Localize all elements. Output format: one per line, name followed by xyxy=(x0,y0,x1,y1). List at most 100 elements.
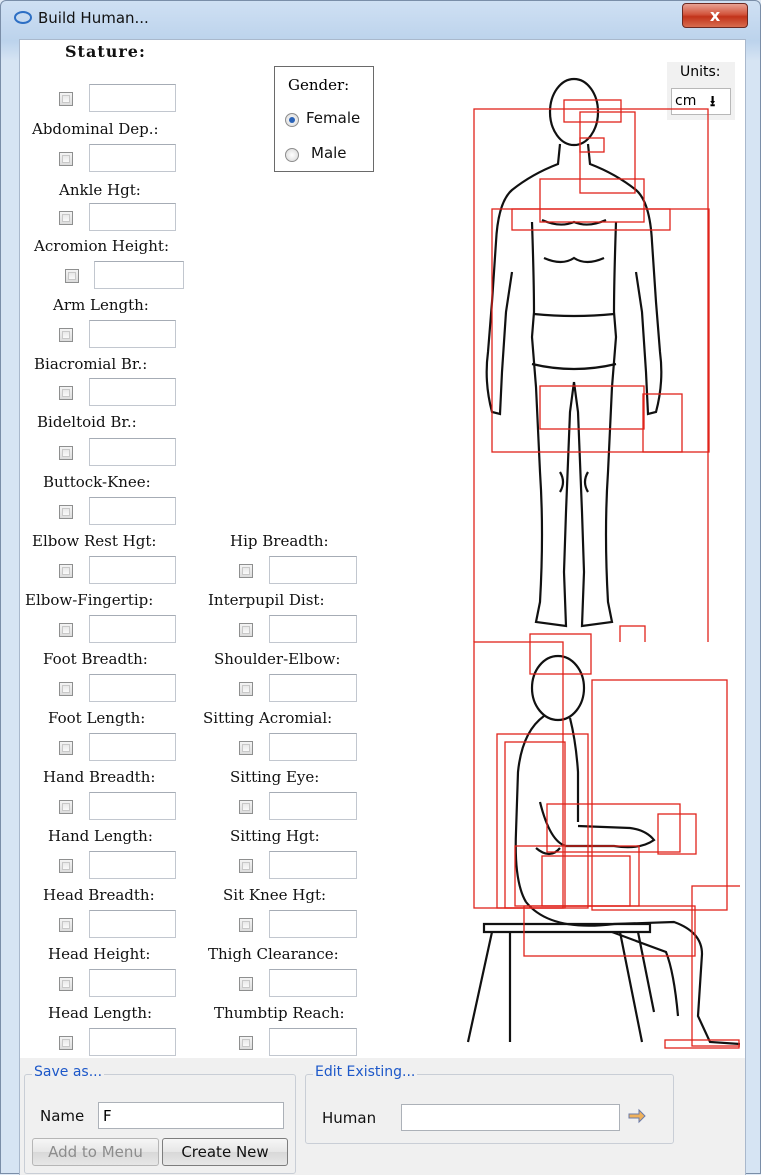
input-hand-length[interactable] xyxy=(89,851,176,879)
checkbox-sitting-acromial[interactable] xyxy=(239,741,253,755)
input-head-breadth[interactable] xyxy=(89,910,176,938)
radio-female[interactable] xyxy=(285,113,299,127)
checkbox-head-breadth[interactable] xyxy=(59,918,73,932)
input-arm-length[interactable] xyxy=(89,320,176,348)
checkbox-sit-knee-height[interactable] xyxy=(239,918,253,932)
input-foot-length[interactable] xyxy=(89,733,176,761)
input-buttock-knee[interactable] xyxy=(89,497,176,525)
checkbox-sitting-eye[interactable] xyxy=(239,800,253,814)
name-input[interactable]: F xyxy=(98,1102,284,1129)
human-label: Human xyxy=(322,1109,377,1127)
input-elbow-rest-height[interactable] xyxy=(89,556,176,584)
close-button[interactable]: x xyxy=(682,3,748,28)
checkbox-shoulder-elbow[interactable] xyxy=(239,682,253,696)
checkbox-head-length[interactable] xyxy=(59,1036,73,1050)
radio-male[interactable] xyxy=(285,148,299,162)
save-as-title: Save as... xyxy=(32,1064,105,1080)
label-hand-breadth: Hand Breadth: xyxy=(43,768,156,786)
label-hand-length: Hand Length: xyxy=(48,827,153,845)
checkbox-foot-length[interactable] xyxy=(59,741,73,755)
form-area: Stature: Abdominal Dep.: Ankle Hgt: Acro… xyxy=(19,39,746,1175)
checkbox-stature[interactable] xyxy=(59,92,73,106)
input-abdominal-depth[interactable] xyxy=(89,144,176,172)
label-shoulder-elbow: Shoulder-Elbow: xyxy=(214,650,341,668)
checkbox-hand-length[interactable] xyxy=(59,859,73,873)
sitting-figure xyxy=(466,633,740,1049)
units-dropdown[interactable]: cm ⭳ xyxy=(671,88,731,115)
input-head-length[interactable] xyxy=(89,1028,176,1056)
checkbox-thigh-clearance[interactable] xyxy=(239,977,253,991)
bottom-panel: Save as... Name F Add to Menu Create New… xyxy=(20,1058,745,1175)
checkbox-sitting-height[interactable] xyxy=(239,859,253,873)
input-hip-breadth[interactable] xyxy=(269,556,357,584)
checkbox-ankle-height[interactable] xyxy=(59,211,73,225)
create-new-button[interactable]: Create New xyxy=(162,1138,288,1166)
checkbox-acromion-height[interactable] xyxy=(65,269,79,283)
label-elbow-rest-height: Elbow Rest Hgt: xyxy=(32,532,157,550)
input-hand-breadth[interactable] xyxy=(89,792,176,820)
sitting-measure-boxes xyxy=(473,633,740,1049)
label-sitting-acromial: Sitting Acromial: xyxy=(203,709,333,727)
input-ankle-height[interactable] xyxy=(89,203,176,231)
label-foot-length: Foot Length: xyxy=(48,709,146,727)
pick-human-icon[interactable] xyxy=(627,1104,647,1128)
standing-figure xyxy=(473,77,710,642)
input-foot-breadth[interactable] xyxy=(89,674,176,702)
label-thumbtip-reach: Thumbtip Reach: xyxy=(214,1004,345,1022)
checkbox-elbow-rest-height[interactable] xyxy=(59,564,73,578)
label-acromion-height: Acromion Height: xyxy=(34,237,170,255)
radio-male-label[interactable]: Male xyxy=(311,144,347,162)
checkbox-hip-breadth[interactable] xyxy=(239,564,253,578)
checkbox-biacromial-breadth[interactable] xyxy=(59,386,73,400)
label-stature: Stature: xyxy=(65,42,146,61)
label-bideltoid-breadth: Bideltoid Br.: xyxy=(37,413,137,431)
label-buttock-knee: Buttock-Knee: xyxy=(43,473,151,491)
label-head-length: Head Length: xyxy=(48,1004,153,1022)
label-interpupil-distance: Interpupil Dist: xyxy=(208,591,325,609)
checkbox-bideltoid-breadth[interactable] xyxy=(59,446,73,460)
input-acromion-height[interactable] xyxy=(94,261,184,289)
checkbox-arm-length[interactable] xyxy=(59,328,73,342)
input-sitting-acromial[interactable] xyxy=(269,733,357,761)
input-shoulder-elbow[interactable] xyxy=(269,674,357,702)
input-stature[interactable] xyxy=(89,84,176,112)
download-arrow-icon[interactable]: ⭳ xyxy=(710,92,716,110)
input-bideltoid-breadth[interactable] xyxy=(89,438,176,466)
gender-group: Gender: Female Male xyxy=(274,66,374,172)
label-elbow-fingertip: Elbow-Fingertip: xyxy=(25,591,154,609)
input-sitting-eye[interactable] xyxy=(269,792,357,820)
input-interpupil-distance[interactable] xyxy=(269,615,357,643)
human-input[interactable] xyxy=(401,1104,620,1131)
input-head-height[interactable] xyxy=(89,969,176,997)
label-ankle-height: Ankle Hgt: xyxy=(59,181,141,199)
gender-label: Gender: xyxy=(288,76,350,94)
checkbox-hand-breadth[interactable] xyxy=(59,800,73,814)
label-head-breadth: Head Breadth: xyxy=(43,886,155,904)
checkbox-buttock-knee[interactable] xyxy=(59,505,73,519)
label-sitting-height: Sitting Hgt: xyxy=(230,827,320,845)
input-thigh-clearance[interactable] xyxy=(269,969,357,997)
checkbox-interpupil-distance[interactable] xyxy=(239,623,253,637)
radio-female-label[interactable]: Female xyxy=(306,109,361,127)
input-sitting-height[interactable] xyxy=(269,851,357,879)
name-label: Name xyxy=(40,1107,85,1125)
label-arm-length: Arm Length: xyxy=(53,296,149,314)
units-panel: Units: cm ⭳ xyxy=(667,62,735,120)
checkbox-foot-breadth[interactable] xyxy=(59,682,73,696)
checkbox-thumbtip-reach[interactable] xyxy=(239,1036,253,1050)
checkbox-head-height[interactable] xyxy=(59,977,73,991)
title-bar: Build Human... x xyxy=(1,1,760,35)
input-thumbtip-reach[interactable] xyxy=(269,1028,357,1056)
checkbox-abdominal-depth[interactable] xyxy=(59,152,73,166)
sitting-body-outline xyxy=(466,654,740,1046)
add-to-menu-button[interactable]: Add to Menu xyxy=(32,1138,159,1166)
checkbox-elbow-fingertip[interactable] xyxy=(59,623,73,637)
input-elbow-fingertip[interactable] xyxy=(89,615,176,643)
edit-existing-group xyxy=(305,1074,674,1144)
app-icon xyxy=(14,11,32,24)
label-sit-knee-height: Sit Knee Hgt: xyxy=(223,886,327,904)
label-foot-breadth: Foot Breadth: xyxy=(43,650,148,668)
input-sit-knee-height[interactable] xyxy=(269,910,357,938)
input-biacromial-breadth[interactable] xyxy=(89,378,176,406)
